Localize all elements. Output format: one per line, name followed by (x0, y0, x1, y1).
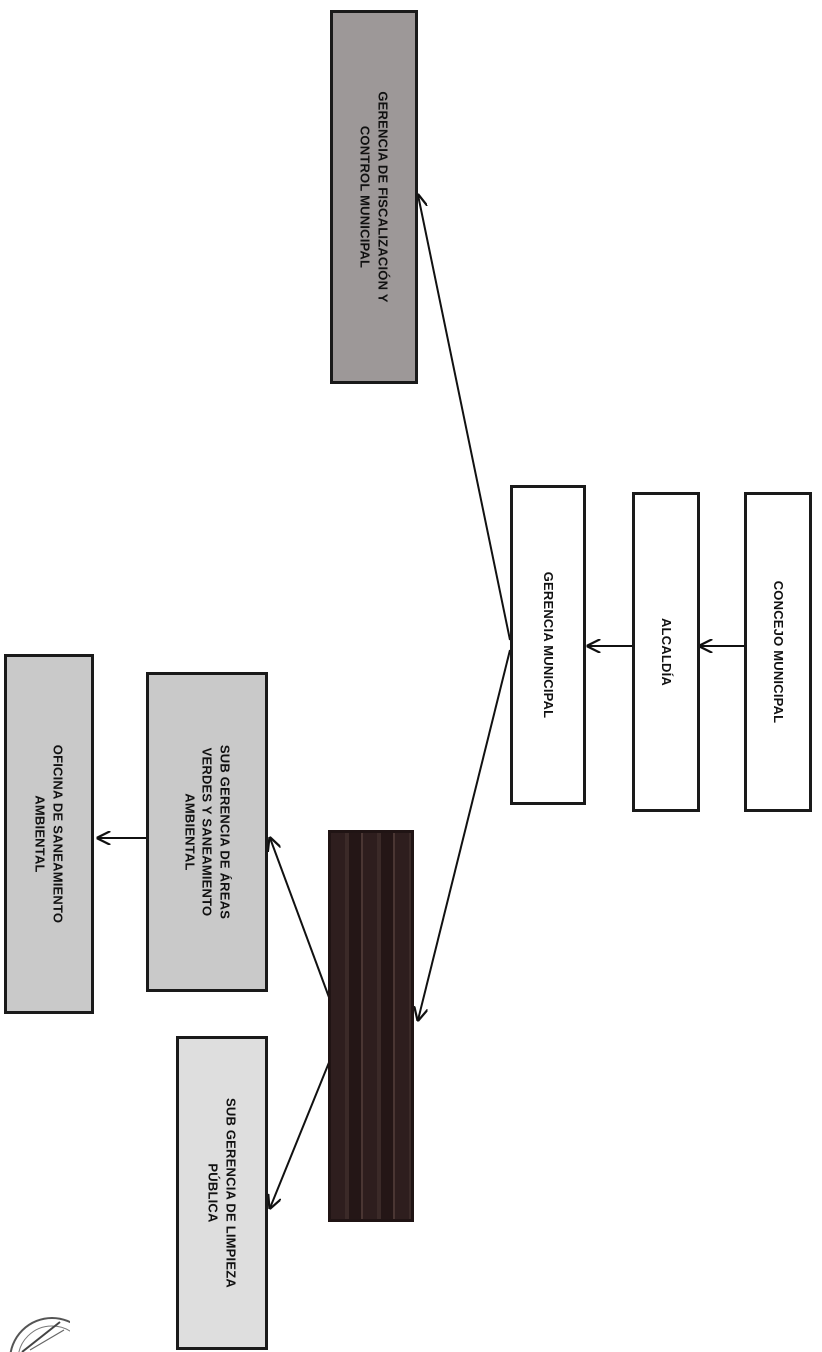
oficina-saneamiento-label: OFICINA DE SANEAMIENTO AMBIENTAL (33, 744, 66, 924)
box-sub-gerencia-areas-verdes: SUB GERENCIA DE ÁREAS VERDES Y SANEAMIEN… (146, 672, 268, 992)
areas-verdes-label: SUB GERENCIA DE ÁREAS VERDES Y SANEAMIEN… (182, 744, 233, 920)
arrow-ambiental-to-limpieza (270, 1059, 331, 1208)
gerencia-municipal-label: GERENCIA MUNICIPAL (540, 571, 556, 719)
box-alcaldia: ALCALDÍA (632, 492, 700, 812)
alcaldia-label: ALCALDÍA (658, 617, 674, 687)
fiscalizacion-label: GERENCIA DE FISCALIZACIÓN Y CONTROL MUNI… (358, 91, 391, 303)
box-oficina-saneamiento: OFICINA DE SANEAMIENTO AMBIENTAL (4, 654, 94, 1014)
arrow-gerencia-to-ambiental (418, 649, 511, 1020)
box-gerencia-fiscalizacion: GERENCIA DE FISCALIZACIÓN Y CONTROL MUNI… (330, 10, 418, 384)
arrow-ambiental-to-areas-verdes (270, 838, 331, 1001)
box-gerencia-municipal: GERENCIA MUNICIPAL (510, 485, 586, 805)
box-concejo-municipal: CONCEJO MUNICIPAL (744, 492, 812, 812)
box-gerencia-ambiental (328, 830, 414, 1222)
arrow-gerencia-to-fiscalizacion (418, 195, 511, 641)
limpieza-label: SUB GERENCIA DE LIMPIEZA PÚBLICA (206, 1098, 239, 1288)
concejo-municipal-label: CONCEJO MUNICIPAL (770, 580, 786, 724)
seal-stamp (0, 1300, 70, 1352)
box-sub-gerencia-limpieza: SUB GERENCIA DE LIMPIEZA PÚBLICA (176, 1036, 268, 1350)
